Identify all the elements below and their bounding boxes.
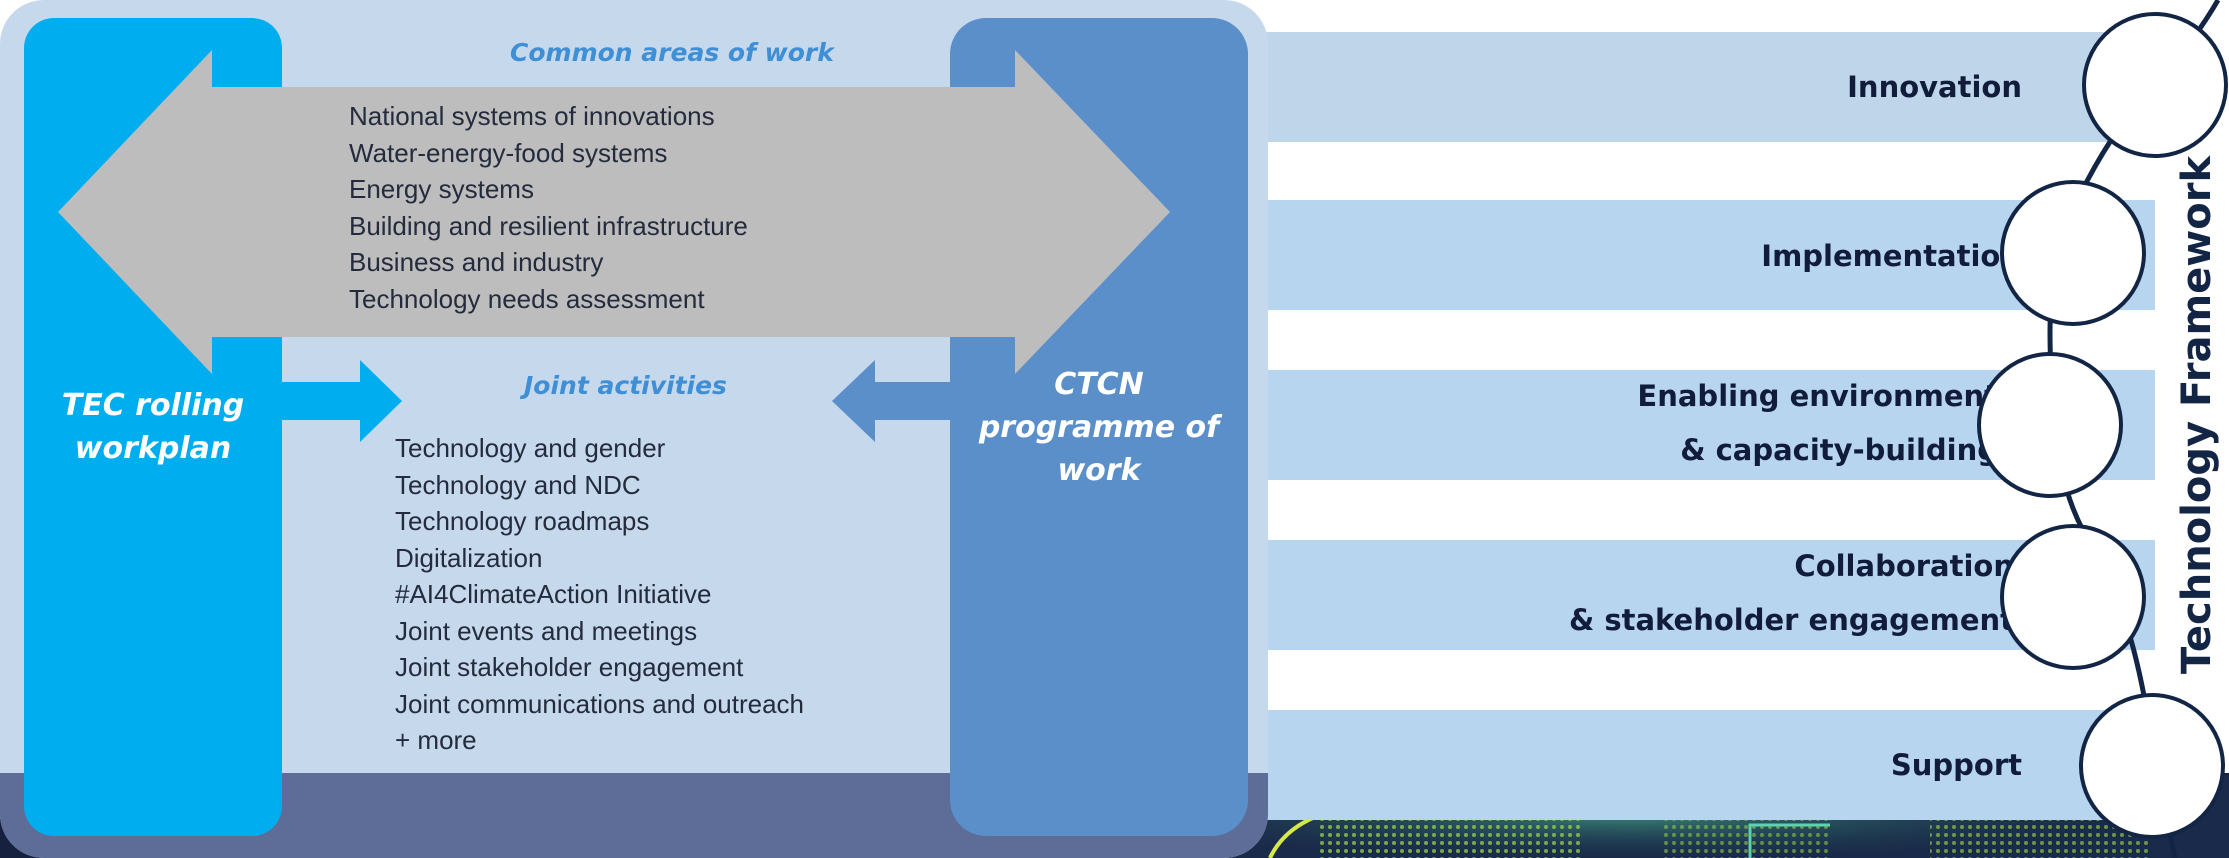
label-innovation: Innovation [1847,60,2022,114]
stripe-support: Support [1215,710,2155,820]
technology-framework-title: Technology Framework [2174,155,2220,675]
implementation-text: Implementation [1761,239,2021,273]
circle-innovation [2082,12,2228,158]
tec-title: TEC rolling workplan [24,384,282,470]
common-area-item: Business and industry [349,247,604,277]
stripe-implementation: Implementation [1215,200,2155,310]
joint-activity-item: Joint events and meetings [395,615,698,646]
innovation-text: Innovation [1847,70,2022,104]
label-implementation: Implementation [1761,229,2021,283]
joint-activity-item: Joint stakeholder engagement [395,652,744,682]
arrows-layer [58,50,1170,442]
common-areas-heading: Common areas of work [510,38,834,67]
ctcn-title: CTCN programme of work [950,363,1248,492]
collaboration-text-2: & stakeholder engagement [1568,603,2014,637]
label-support: Support [1891,738,2022,792]
collaboration-text-1: Collaboration [1794,549,2014,583]
common-areas-list: National systems of innovations Water-en… [349,98,748,317]
framework-chain [1977,0,2228,858]
joint-activities-heading: Joint activities [524,371,727,400]
joint-activity-item: Technology and gender [395,433,666,463]
common-area-item: National systems of innovations [349,101,715,131]
stripe-collaboration: Collaboration & stakeholder engagement [1215,540,2155,650]
common-area-item: Energy systems [349,174,534,204]
joint-activity-item: Joint communications and outreach [395,688,805,719]
circle-support [2079,693,2225,839]
common-area-item: Water-energy-food systems [349,137,668,168]
ctcn-joint-arrow [832,360,950,442]
circle-enabling [1977,352,2123,498]
circle-collaboration [2000,524,2146,670]
tec-joint-arrow [282,360,402,442]
joint-activity-item: Technology roadmaps [395,506,650,536]
stripe-innovation: Innovation [1215,32,2155,142]
joint-activities-list: Technology and gender Technology and NDC… [395,430,804,759]
main-panel: TEC rolling workplan CTCN programme of w… [0,0,1268,858]
joint-activity-item: Technology and NDC [395,469,641,500]
tec-title-line2: workplan [74,431,232,466]
common-area-item: Building and resilient infrastructure [349,210,748,241]
joint-activity-item: + more [395,725,477,755]
ctcn-title-line3: work [1057,453,1141,488]
enabling-text-2: & capacity-building [1680,433,1998,467]
joint-activity-item: Digitalization [395,542,543,573]
common-area-item: Technology needs assessment [349,283,705,314]
label-collaboration: Collaboration & stakeholder engagement [1569,539,2014,647]
tec-title-line1: TEC rolling [61,388,245,423]
common-areas-double-arrow [58,50,1170,374]
label-enabling: Enabling environment & capacity-building [1637,369,1998,477]
ctcn-title-line2: programme of [978,410,1220,445]
support-text: Support [1890,748,2022,782]
ctcn-title-line1: CTCN [1054,367,1144,402]
circle-implementation [2000,180,2146,326]
joint-activity-item: #AI4ClimateAction Initiative [395,579,712,609]
enabling-text-1: Enabling environment [1637,379,1998,413]
